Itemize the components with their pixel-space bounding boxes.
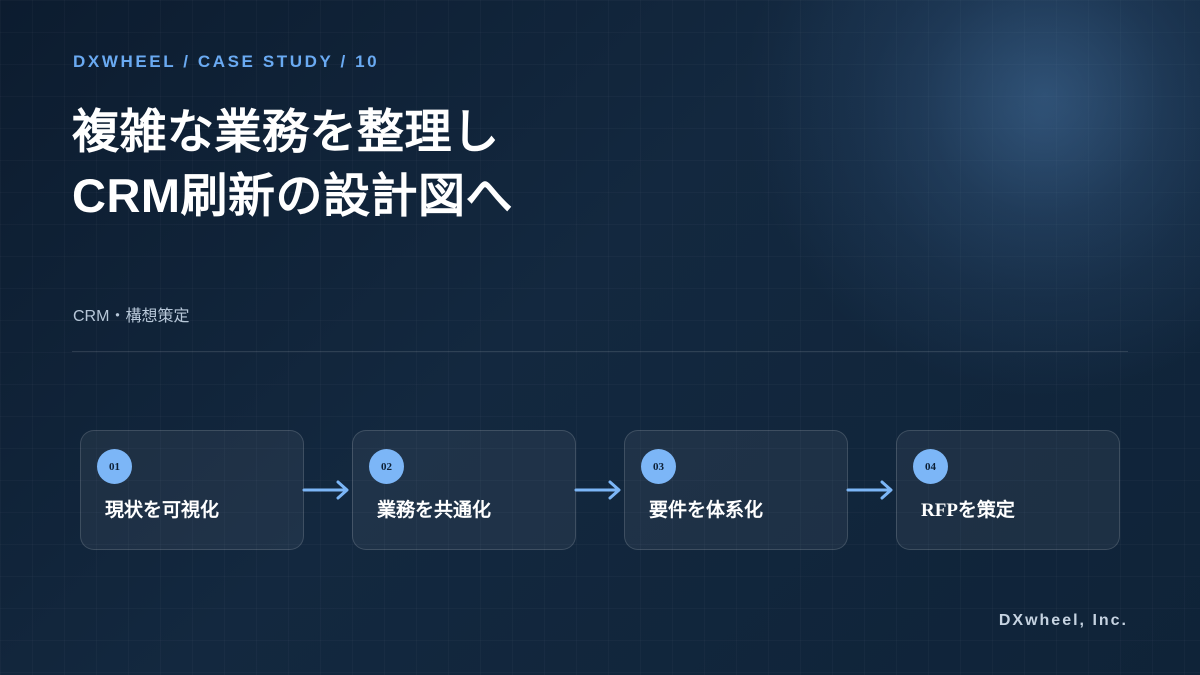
step-label: 現状を可視化 <box>105 500 220 521</box>
step-card-2: 02 業務を共通化 <box>352 430 576 550</box>
arrow-right-icon <box>574 480 621 500</box>
step-label: 要件を体系化 <box>649 500 764 521</box>
category-label: CRM・構想策定 <box>73 308 190 325</box>
title-line-2: CRM刷新の設計図へ <box>72 169 514 222</box>
background-glow <box>760 0 1200 400</box>
arrow-right-icon <box>846 480 893 500</box>
company-name: DXwheel, Inc. <box>998 612 1128 629</box>
step-number-badge: 02 <box>369 449 404 484</box>
page-title: 複雑な業務を整理し CRM刷新の設計図へ <box>72 100 513 228</box>
title-line-1: 複雑な業務を整理し <box>72 105 500 158</box>
step-card-3: 03 要件を体系化 <box>624 430 848 550</box>
step-card-1: 01 現状を可視化 <box>80 430 304 550</box>
step-label: 業務を共通化 <box>377 500 492 521</box>
divider <box>72 351 1128 352</box>
eyebrow-label: DXWHEEL / CASE STUDY / 10 <box>73 52 380 71</box>
step-card-4: 04 RFPを策定 <box>896 430 1120 550</box>
step-number-badge: 01 <box>97 449 132 484</box>
step-number-badge: 04 <box>913 449 948 484</box>
arrow-right-icon <box>302 480 349 500</box>
step-number-badge: 03 <box>641 449 676 484</box>
step-label: RFPを策定 <box>921 500 1015 521</box>
